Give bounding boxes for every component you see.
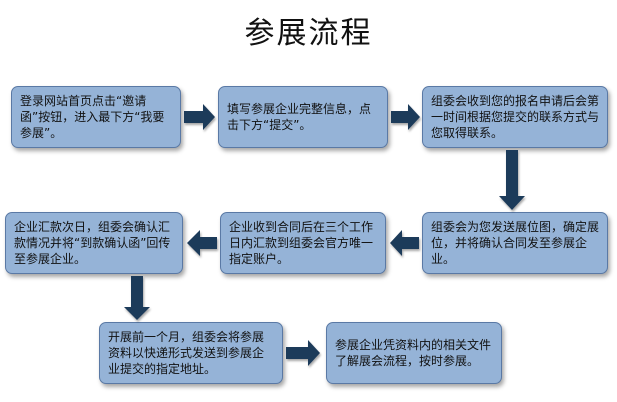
step-1-box: 登录网站首页点击“邀请函”按钮，进入最下方“我要参展”。: [11, 86, 181, 148]
step-6-box: 企业汇款次日，组委会确认汇款情况并将“到款确认函”回传至参展企业。: [5, 212, 183, 274]
arrow-6-7: [124, 276, 150, 320]
step-3-box: 组委会收到您的报名申请后会第一时间根据您提交的联系方式与您取得联系。: [422, 86, 608, 148]
step-4-box: 组委会为您发送展位图，确定展位，并将确认合同发至参展企业。: [422, 212, 608, 274]
step-5-box: 企业收到合同后在三个工作日内汇款到组委会官方唯一指定账户。: [220, 212, 386, 274]
step-2-box: 填写参展企业完整信息，点击下方“提交”。: [218, 86, 388, 148]
arrow-5-6: [187, 230, 217, 256]
step-8-text: 参展企业凭资料内的相关文件了解展会流程，按时参展。: [335, 338, 492, 368]
page-title: 参展流程: [244, 16, 373, 51]
arrow-1-2: [184, 104, 215, 130]
step-2-text: 填写参展企业完整信息，点击下方“提交”。: [227, 102, 372, 132]
step-4-text: 组委会为您发送展位图，确定展位，并将确认合同发至参展企业。: [431, 220, 600, 266]
step-7-box: 开展前一个月，组委会将参展资料以快递形式发送到参展企业提交的指定地址。: [99, 322, 283, 384]
step-5-text: 企业收到合同后在三个工作日内汇款到组委会官方唯一指定账户。: [229, 220, 374, 266]
arrow-2-3: [391, 104, 420, 130]
step-1-text: 登录网站首页点击“邀请函”按钮，进入最下方“我要参展”。: [20, 94, 165, 140]
arrow-7-8: [286, 340, 320, 366]
step-6-text: 企业汇款次日，组委会确认汇款情况并将“到款确认函”回传至参展企业。: [14, 220, 171, 266]
arrow-4-5: [390, 230, 419, 256]
step-3-text: 组委会收到您的报名申请后会第一时间根据您提交的联系方式与您取得联系。: [431, 94, 600, 140]
step-8-box: 参展企业凭资料内的相关文件了解展会流程，按时参展。: [326, 322, 502, 384]
step-7-text: 开展前一个月，组委会将参展资料以快递形式发送到参展企业提交的指定地址。: [108, 330, 265, 376]
arrow-3-4: [499, 150, 525, 210]
